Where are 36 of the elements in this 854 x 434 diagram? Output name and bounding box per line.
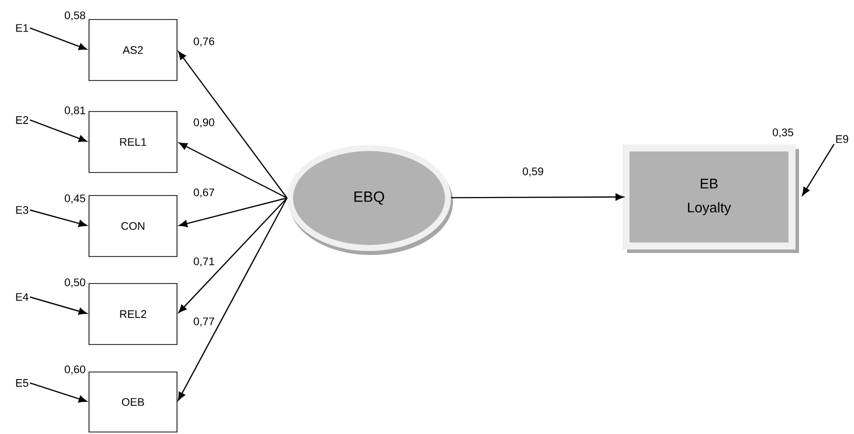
variance-label: 0,50 xyxy=(64,278,86,288)
indicator-box: AS2 xyxy=(88,19,178,81)
indicator-box: CON xyxy=(88,195,178,257)
arrow xyxy=(179,197,288,228)
error-label: E2 xyxy=(16,116,28,124)
error-label: E5 xyxy=(16,379,28,387)
variance-label: 0,35 xyxy=(772,128,794,138)
edge-label: 0,71 xyxy=(192,256,216,268)
indicator-box: OEB xyxy=(88,372,178,432)
arrow xyxy=(178,198,288,401)
edge-label: 0,59 xyxy=(521,166,545,178)
arrow xyxy=(802,144,835,196)
arrow xyxy=(178,51,288,198)
edge-label: 0,90 xyxy=(192,117,216,129)
arrow xyxy=(30,382,87,402)
edge-label: 0,77 xyxy=(192,316,216,328)
variance-label: 0,45 xyxy=(64,194,86,204)
indicator-box: REL2 xyxy=(88,283,178,345)
arrow xyxy=(30,209,87,227)
arrow xyxy=(30,296,87,315)
edge-label: 0,67 xyxy=(192,187,216,199)
arrow xyxy=(178,198,288,313)
variance-label: 0,60 xyxy=(64,365,86,375)
variance-label: 0,81 xyxy=(64,106,86,116)
indicator-box: REL1 xyxy=(88,111,178,173)
arrow xyxy=(30,27,88,50)
edge-label: 0,76 xyxy=(192,36,216,48)
variance-label: 0,58 xyxy=(64,11,86,21)
arrow xyxy=(451,194,624,201)
error-label: E9 xyxy=(836,135,848,143)
arrow xyxy=(178,142,288,199)
error-label: E4 xyxy=(16,293,28,301)
arrow xyxy=(30,119,88,142)
outcome-box: EB Loyalty xyxy=(622,144,799,253)
error-label: E3 xyxy=(16,206,28,214)
error-label: E1 xyxy=(16,24,28,32)
